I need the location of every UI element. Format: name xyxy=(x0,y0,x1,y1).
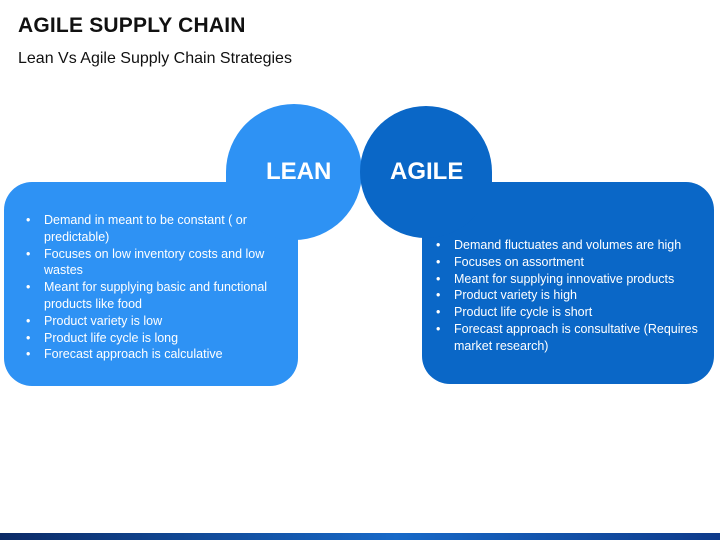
slide-subtitle: Lean Vs Agile Supply Chain Strategies xyxy=(18,50,292,67)
list-item: Product variety is low xyxy=(24,313,286,330)
agile-heading: AGILE xyxy=(390,158,464,185)
list-item: Focuses on low inventory costs and low w… xyxy=(24,246,286,280)
list-item: Product variety is high xyxy=(434,287,706,304)
list-item: Forecast approach is consultative (Requi… xyxy=(434,321,706,355)
lean-heading: LEAN xyxy=(266,158,332,185)
footer-accent-bar xyxy=(0,533,720,540)
lean-bullet-list: Demand in meant to be constant ( or pred… xyxy=(24,212,286,363)
list-item: Focuses on assortment xyxy=(434,254,706,271)
list-item: Demand in meant to be constant ( or pred… xyxy=(24,212,286,246)
list-item: Product life cycle is long xyxy=(24,330,286,347)
agile-bullet-list: Demand fluctuates and volumes are high F… xyxy=(434,237,706,355)
list-item: Demand fluctuates and volumes are high xyxy=(434,237,706,254)
list-item: Forecast approach is calculative xyxy=(24,346,286,363)
list-item: Product life cycle is short xyxy=(434,304,706,321)
slide-title: AGILE SUPPLY CHAIN xyxy=(18,14,246,37)
list-item: Meant for supplying innovative products xyxy=(434,271,706,288)
list-item: Meant for supplying basic and functional… xyxy=(24,279,286,313)
